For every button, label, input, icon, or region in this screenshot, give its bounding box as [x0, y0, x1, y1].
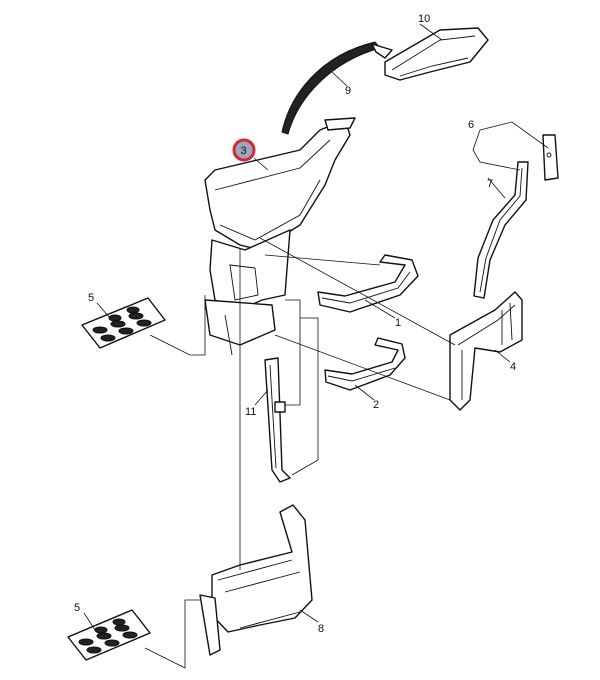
callout-8[interactable]: 8	[318, 623, 324, 635]
part-10[interactable]	[384, 27, 489, 81]
part-4[interactable]	[449, 291, 523, 411]
part-1[interactable]	[317, 254, 419, 313]
part-5-upper[interactable]	[81, 297, 166, 349]
callout-1[interactable]: 1	[395, 317, 401, 329]
leader-lines	[83, 23, 549, 669]
callout-5-lower[interactable]: 5	[74, 602, 80, 614]
callout-4[interactable]: 4	[510, 361, 516, 373]
part-3[interactable]	[204, 117, 356, 356]
callout-7[interactable]: 7	[487, 178, 493, 190]
part-5-lower[interactable]	[67, 609, 151, 661]
part-7[interactable]	[473, 161, 529, 299]
callouts: 10 9 3 6 7 5 1 4 11 2 5 8	[74, 13, 516, 635]
part-2[interactable]	[324, 337, 406, 391]
part-9[interactable]	[281, 41, 393, 135]
callout-10[interactable]: 10	[418, 13, 430, 25]
part-6[interactable]	[542, 134, 559, 181]
callout-5-upper[interactable]: 5	[88, 292, 94, 304]
callout-9[interactable]: 9	[345, 85, 351, 97]
callout-6[interactable]: 6	[468, 119, 474, 131]
callout-2[interactable]: 2	[373, 399, 379, 411]
part-8[interactable]	[199, 504, 313, 656]
callout-3: 3	[241, 145, 247, 157]
part-11[interactable]	[264, 357, 291, 483]
callout-11[interactable]: 11	[245, 406, 256, 418]
callout-3-highlight[interactable]: 3	[232, 138, 256, 162]
